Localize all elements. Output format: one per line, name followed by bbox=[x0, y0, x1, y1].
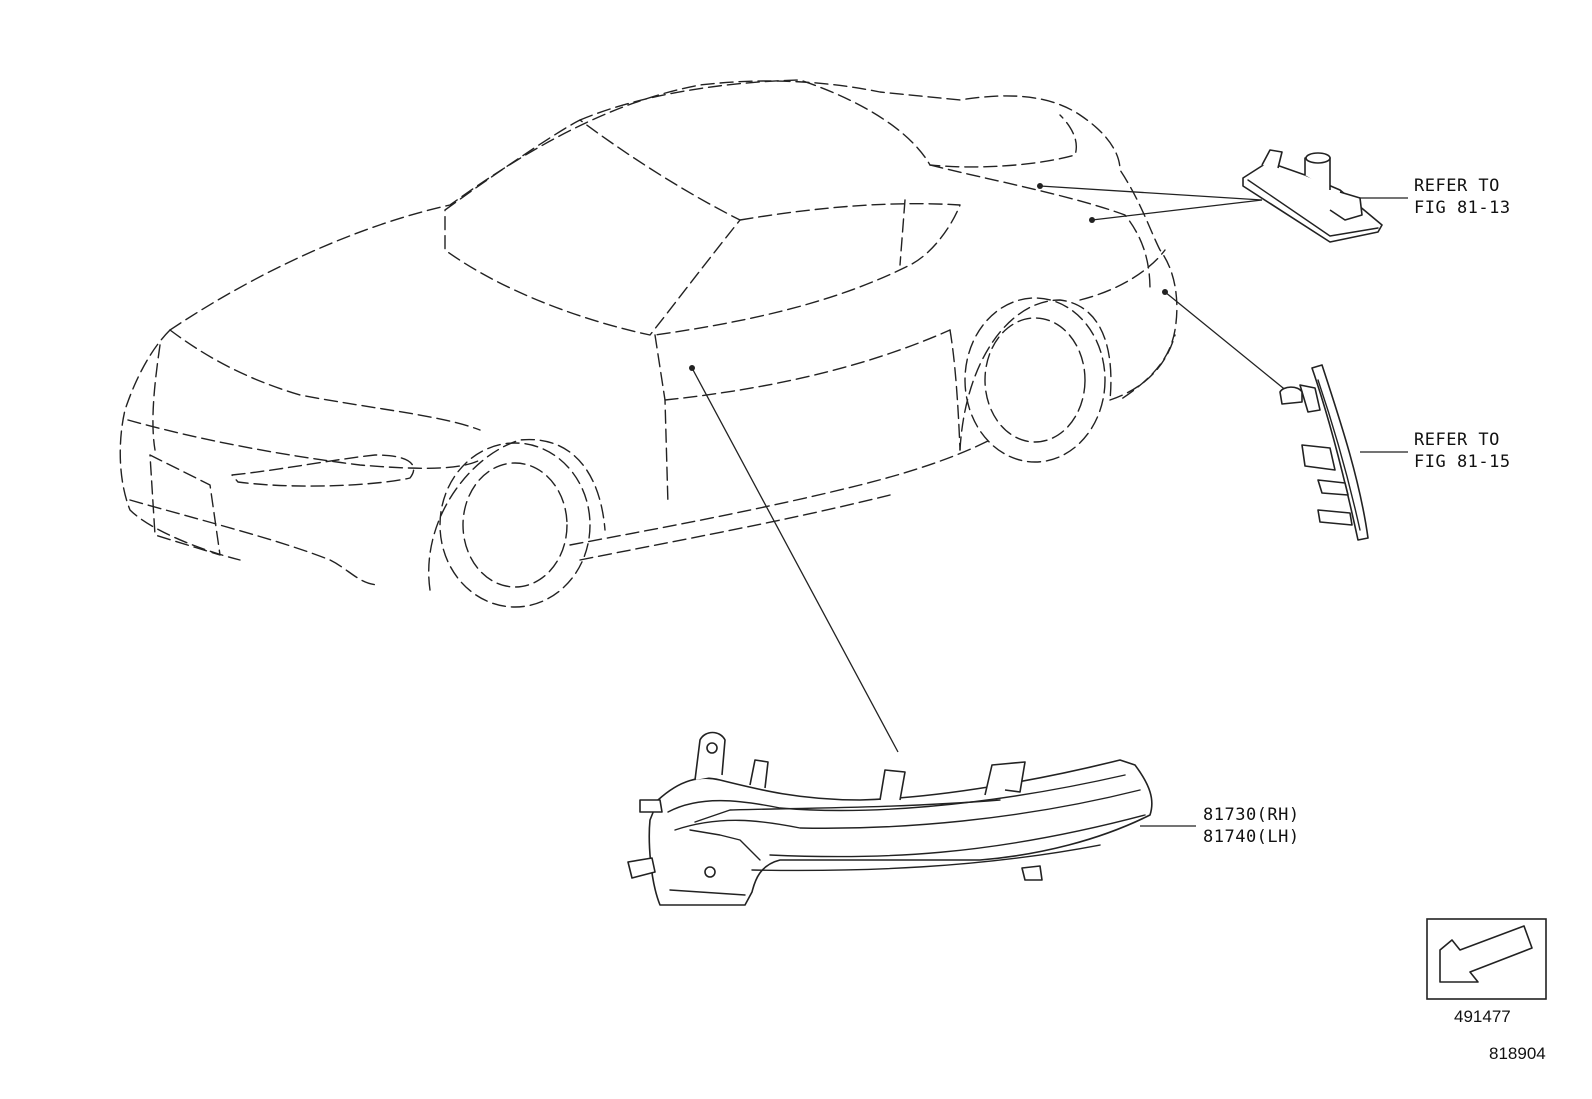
callout-line: REFER TO bbox=[1414, 430, 1500, 450]
mirror-turn-signal-part bbox=[627, 731, 1153, 906]
view-indicator bbox=[1426, 918, 1547, 1000]
mirror-lamp-part-numbers: 81730(RH) 81740(LH) bbox=[1203, 804, 1300, 848]
leader-lines bbox=[689, 183, 1408, 827]
side-marker-callout: REFER TO FIG 81-15 bbox=[1414, 429, 1511, 473]
figure-number: 818904 bbox=[1489, 1044, 1546, 1063]
license-lamp-callout: REFER TO FIG 81-13 bbox=[1414, 175, 1511, 219]
license-lamp-part bbox=[1242, 149, 1383, 243]
side-marker-part bbox=[1279, 364, 1369, 541]
callout-line: REFER TO bbox=[1414, 176, 1500, 196]
callout-line: FIG 81-13 bbox=[1414, 198, 1511, 218]
view-arrow-icon bbox=[1439, 925, 1533, 983]
part-number-lh: 81740(LH) bbox=[1203, 827, 1300, 847]
view-indicator-number: 491477 bbox=[1454, 1007, 1511, 1026]
callout-line: FIG 81-15 bbox=[1414, 452, 1511, 472]
part-number-rh: 81730(RH) bbox=[1203, 805, 1300, 825]
car-outline bbox=[119, 79, 1178, 608]
